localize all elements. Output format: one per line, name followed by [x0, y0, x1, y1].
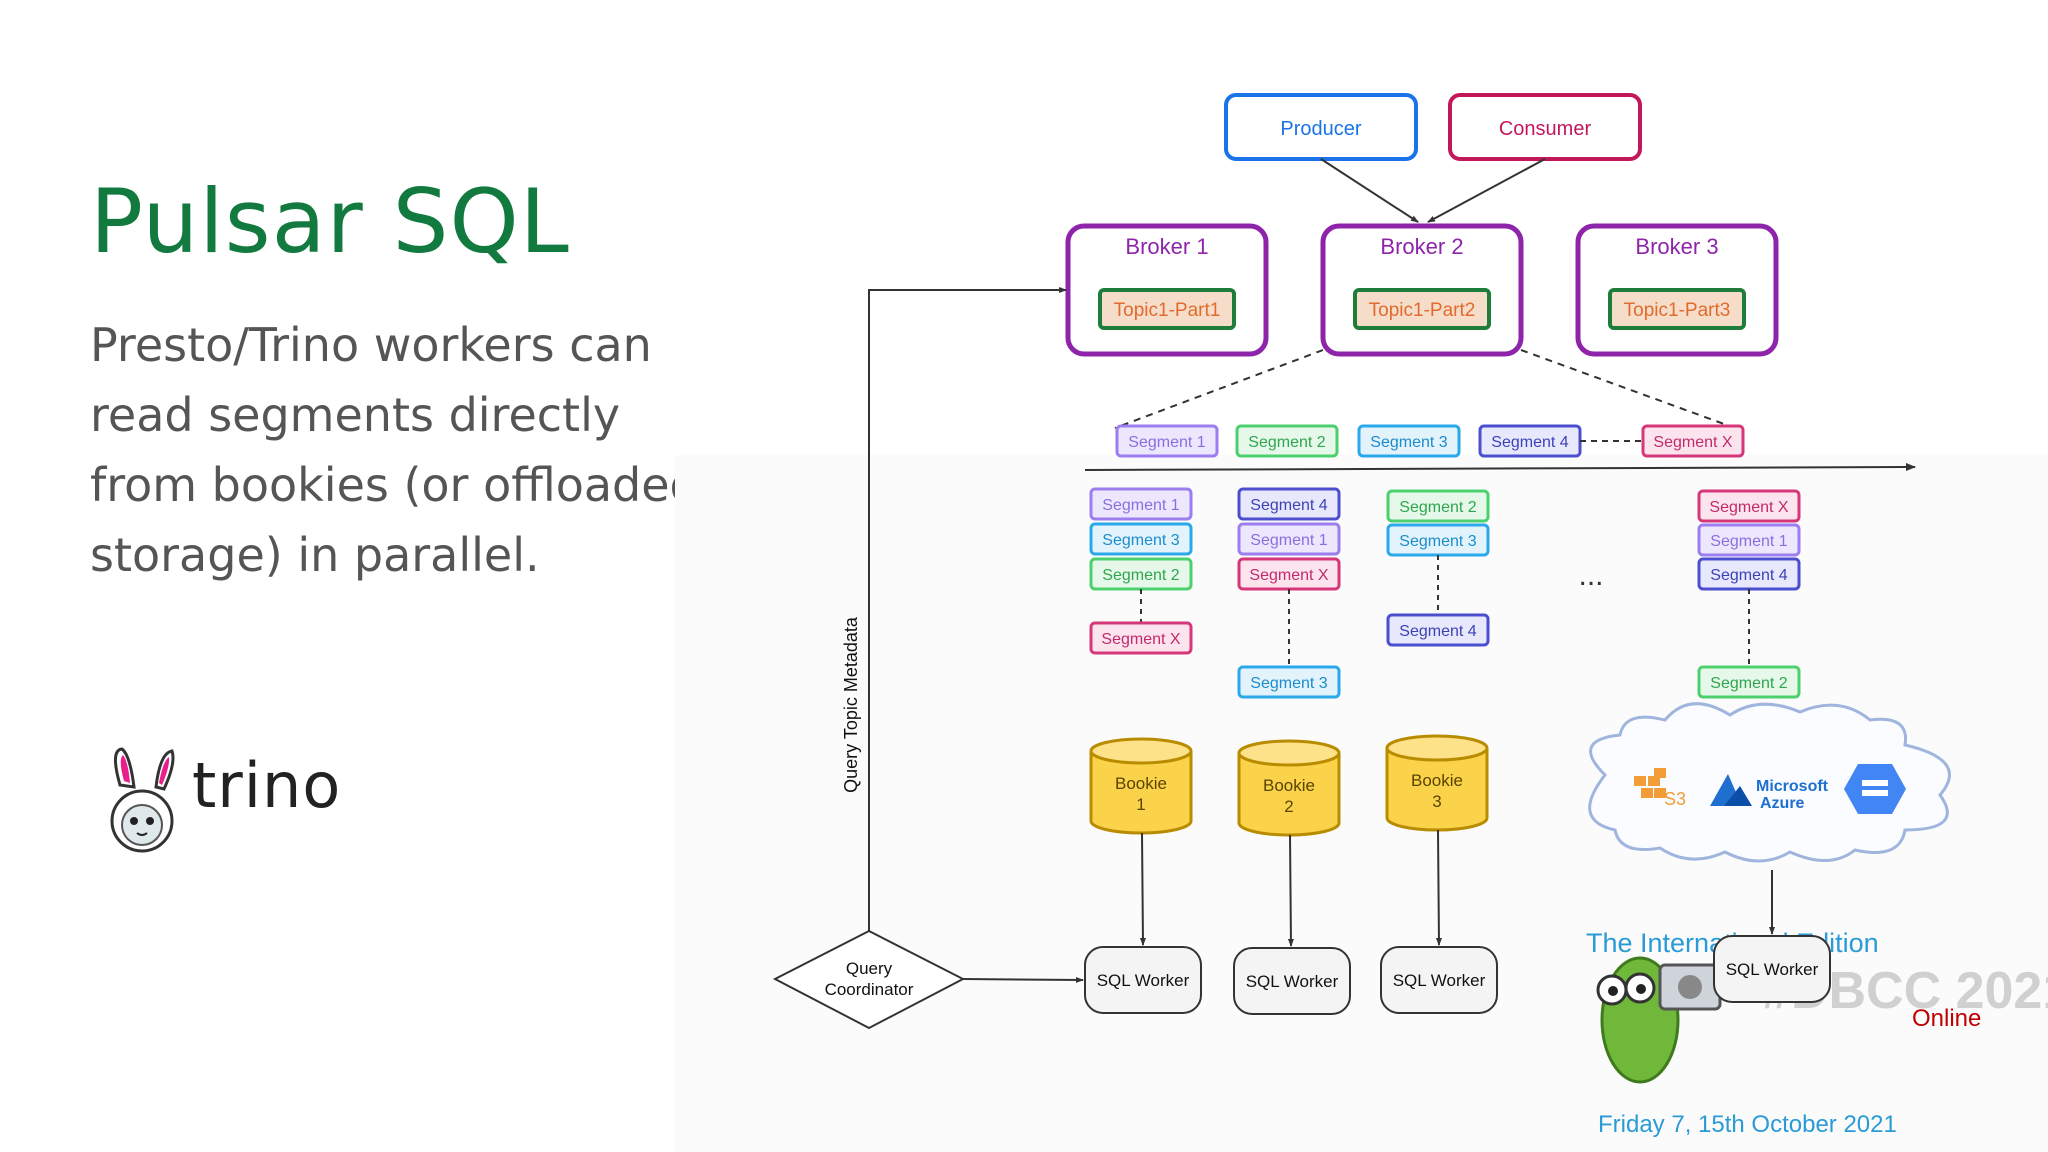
- segment-label: Segment 4: [1250, 497, 1327, 514]
- segment-label: Segment 3: [1102, 532, 1179, 549]
- svg-text:Bookie: Bookie: [1263, 776, 1315, 795]
- trino-logo: trino: [100, 745, 360, 855]
- producer-label: Producer: [1280, 118, 1361, 140]
- broker-label: Broker 2: [1380, 234, 1463, 259]
- svg-text:Coordinator: Coordinator: [825, 980, 914, 999]
- mascot-icon: [1596, 956, 1722, 1084]
- svg-text:2: 2: [1284, 797, 1293, 816]
- overlay-online: Online: [1912, 1005, 1981, 1032]
- svg-text:Bookie: Bookie: [1115, 774, 1167, 793]
- azure-icon: Microsoft Azure: [1710, 774, 1829, 812]
- timeline-segment: Segment 4: [1478, 424, 1582, 458]
- sql-worker-1: SQL Worker: [1084, 946, 1202, 1014]
- sql-worker-3: SQL Worker: [1380, 946, 1498, 1014]
- bookie-segment-column-3: Segment 2 Segment 3 Segment 4: [1386, 489, 1490, 647]
- body-line: Presto/Trino workers can: [90, 318, 652, 372]
- time-axis-arrow: [1084, 463, 1916, 472]
- svg-text:3: 3: [1432, 792, 1441, 811]
- body-line: read segments directly: [90, 388, 621, 442]
- google-cloud-storage-icon: [1844, 764, 1906, 814]
- consumer-label: Consumer: [1499, 118, 1592, 140]
- s3-icon: S3: [1634, 768, 1686, 809]
- svg-text:Segment X: Segment X: [1653, 434, 1732, 451]
- timeline-segment: Segment 3: [1357, 424, 1461, 458]
- timeline-segment: Segment X: [1641, 424, 1745, 458]
- metadata-query-arrow: [868, 287, 1067, 931]
- segment-label: Segment 1: [1710, 533, 1787, 550]
- slide-body: Presto/Trino workers can read segments d…: [90, 310, 730, 590]
- overlay-date: Friday 7, 15th October 2021: [1598, 1111, 1897, 1138]
- bookie-1: Bookie 1: [1089, 737, 1193, 835]
- svg-text:Bookie: Bookie: [1411, 771, 1463, 790]
- svg-text:Segment 3: Segment 3: [1370, 434, 1447, 451]
- segment-label: Segment 3: [1250, 675, 1327, 692]
- svg-text:Segment 2: Segment 2: [1248, 434, 1325, 451]
- dashed-fanout-left: [1114, 349, 1324, 429]
- trino-logo-text: trino: [192, 749, 342, 822]
- svg-text:Query: Query: [846, 959, 893, 978]
- segment-label: Segment 2: [1710, 675, 1787, 692]
- segment-label: Segment 2: [1102, 567, 1179, 584]
- broker-3: Broker 3 Topic1-Part3: [1575, 223, 1779, 357]
- bookie-segment-column-4: Segment X Segment 1 Segment 4 Segment 2: [1697, 489, 1801, 699]
- segment-label: Segment 1: [1102, 497, 1179, 514]
- trino-bunny-icon: [110, 747, 175, 853]
- svg-text:Segment 4: Segment 4: [1491, 434, 1568, 451]
- timeline-segment: Segment 1: [1115, 424, 1219, 458]
- consumer-box: Consumer: [1448, 93, 1642, 161]
- bookie-segment-column-2: Segment 4 Segment 1 Segment X Segment 3: [1237, 487, 1341, 699]
- dashed-fanout-right: [1520, 349, 1736, 429]
- producer-box: Producer: [1224, 93, 1418, 161]
- azure-label: Azure: [1760, 795, 1805, 812]
- coordinator-to-worker-arrow: [962, 976, 1084, 983]
- segment-label: Segment X: [1249, 567, 1328, 584]
- sql-worker-4: SQL Worker: [1713, 935, 1831, 1003]
- segment-label: Segment X: [1101, 631, 1180, 648]
- svg-text:1: 1: [1136, 795, 1145, 814]
- bookie-2: Bookie 2: [1237, 739, 1341, 837]
- timeline-segment: Segment 2: [1235, 424, 1339, 458]
- cloud-storage: S3 Microsoft Azure: [1588, 702, 1951, 863]
- segment-label: Segment X: [1709, 499, 1788, 516]
- segment-label: Segment 1: [1250, 532, 1327, 549]
- bookie-3: Bookie 3: [1385, 734, 1489, 832]
- segment-label: Segment 3: [1399, 533, 1476, 550]
- bookie-to-worker-arrow: [1435, 829, 1442, 946]
- segment-label: Segment 4: [1399, 623, 1476, 640]
- topic-label: Topic1-Part3: [1624, 300, 1731, 321]
- bookie-segment-column-1: Segment 1 Segment 3 Segment 2 Segment X: [1089, 487, 1193, 655]
- s3-label: S3: [1664, 789, 1686, 809]
- conference-overlay: The International Edition #DBCC 2021 Onl…: [1586, 928, 2048, 1138]
- azure-label: Microsoft: [1756, 778, 1829, 795]
- segment-label: Segment 2: [1399, 499, 1476, 516]
- svg-text:SQL Worker: SQL Worker: [1393, 971, 1486, 990]
- body-line: storage) in parallel.: [90, 528, 540, 582]
- metadata-label: Query Topic Metadata: [841, 616, 861, 793]
- ellipsis: ...: [1578, 559, 1603, 592]
- topic-label: Topic1-Part1: [1114, 300, 1221, 321]
- slide-title: Pulsar SQL: [90, 170, 570, 273]
- segment-label: Segment 4: [1710, 567, 1787, 584]
- svg-text:Segment 1: Segment 1: [1128, 434, 1205, 451]
- svg-text:SQL Worker: SQL Worker: [1097, 971, 1190, 990]
- broker-label: Broker 3: [1635, 234, 1718, 259]
- bookie-to-worker-arrow: [1139, 832, 1146, 946]
- consumer-arrow: [1427, 158, 1546, 223]
- bookie-to-worker-arrow: [1287, 834, 1294, 947]
- broker-label: Broker 1: [1125, 234, 1208, 259]
- query-coordinator: Query Coordinator: [772, 929, 966, 1030]
- producer-arrow: [1320, 158, 1419, 223]
- svg-text:SQL Worker: SQL Worker: [1246, 972, 1339, 991]
- broker-2: Broker 2 Topic1-Part2: [1320, 223, 1524, 357]
- topic-label: Topic1-Part2: [1369, 300, 1476, 321]
- broker-1: Broker 1 Topic1-Part1: [1065, 223, 1269, 357]
- svg-text:SQL Worker: SQL Worker: [1726, 960, 1819, 979]
- body-line: from bookies (or offloaded: [90, 458, 699, 512]
- sql-worker-2: SQL Worker: [1233, 947, 1351, 1015]
